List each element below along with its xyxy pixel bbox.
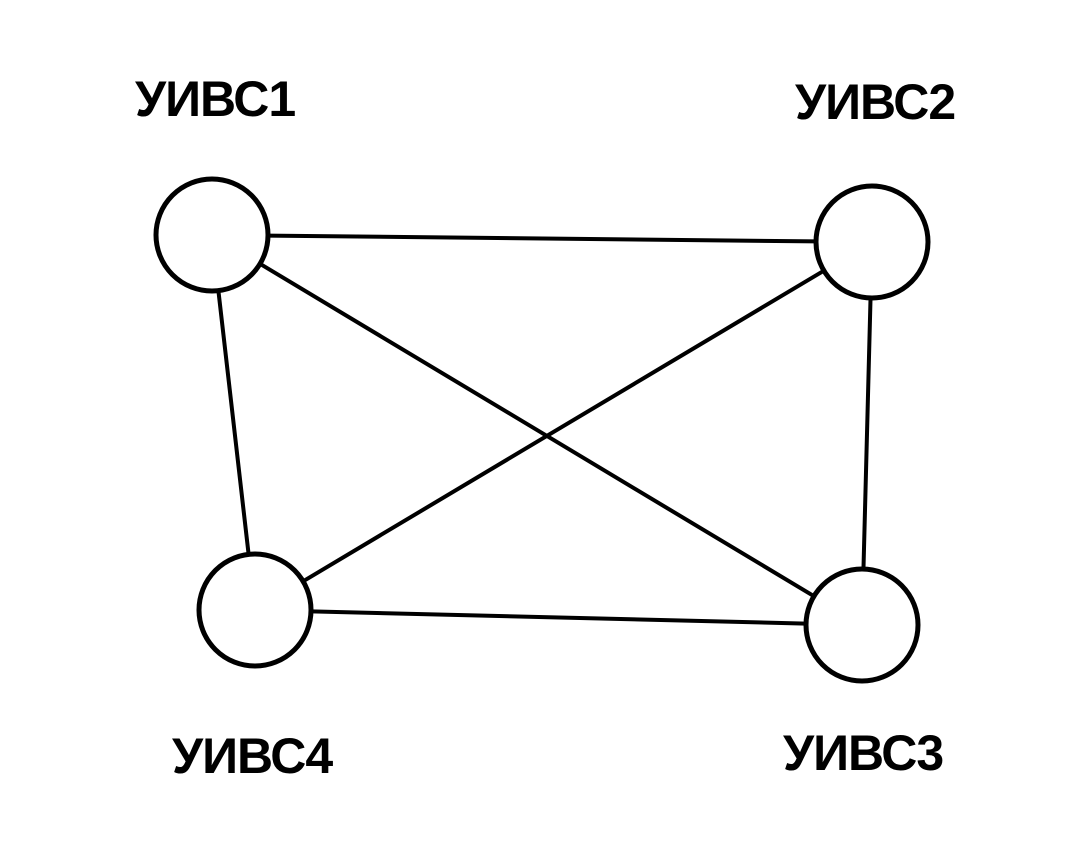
node-n3-label: УИВС3 — [783, 725, 943, 781]
node-n2-label: УИВС2 — [795, 74, 955, 130]
node-n1-label: УИВС1 — [135, 71, 295, 127]
edge-n4-n3 — [308, 609, 809, 626]
edge-n1-n4 — [216, 288, 251, 557]
edges-group — [216, 233, 873, 626]
edge-n1-n3 — [258, 261, 816, 599]
node-n3-circle — [803, 566, 921, 684]
node-n2-circle — [813, 183, 931, 301]
edge-n2-n3 — [861, 295, 873, 572]
labels-group: УИВС1 УИВС2 УИВС3 УИВС4 — [135, 71, 956, 784]
edge-n2-n4 — [301, 268, 826, 584]
nodes-group — [153, 176, 931, 684]
node-n4-circle — [196, 551, 314, 669]
node-n4-label: УИВС4 — [172, 728, 333, 784]
edge-n1-n2 — [265, 233, 819, 244]
node-n1-circle — [153, 176, 271, 294]
